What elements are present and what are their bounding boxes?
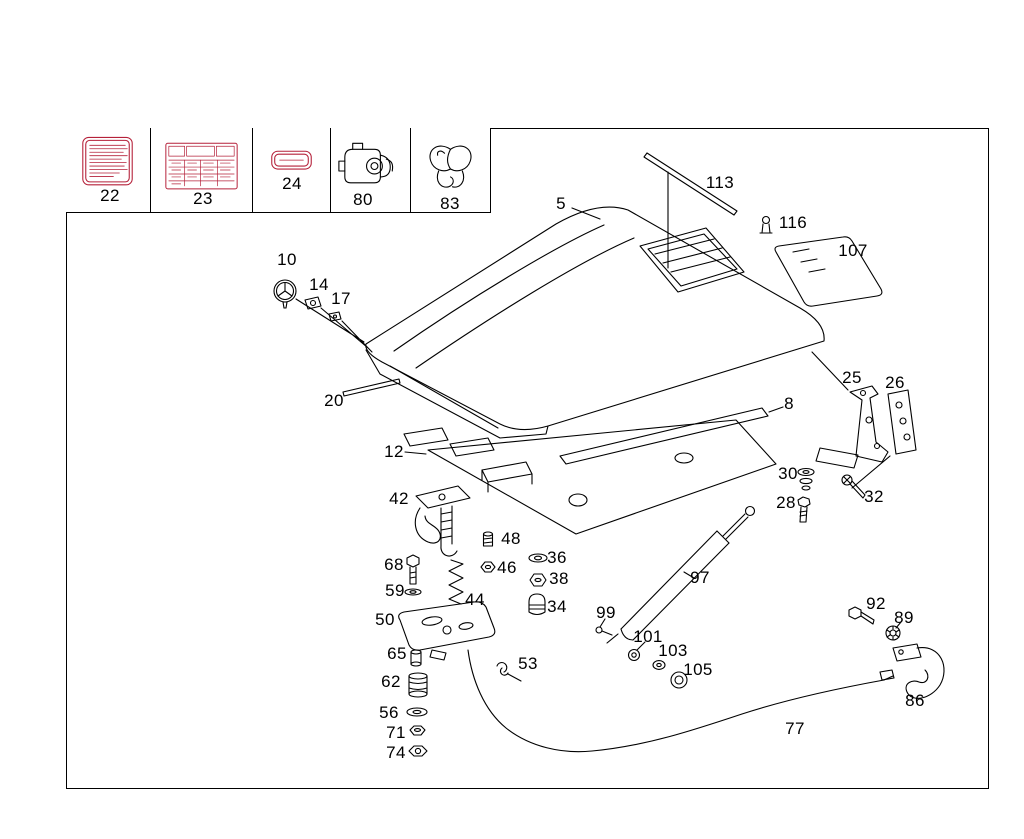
part-callout-50: 50 [375,610,395,629]
part-callout-68: 68 [384,555,404,574]
thumbnail-cell-22 [66,128,151,213]
part-callout-22: 22 [100,186,120,205]
part-callout-116: 116 [778,213,808,232]
part-callout-8: 8 [784,394,794,413]
spring-clip-icon [429,145,472,188]
part-callout-80: 80 [353,190,373,209]
part-callout-46: 46 [497,558,517,577]
part-callout-59: 59 [385,581,405,600]
part-callout-5: 5 [556,194,566,213]
part-callout-74: 74 [386,743,406,762]
part-callout-36: 36 [547,548,567,567]
thumbnail-cell-23 [151,128,253,213]
thumbnail-cell-24 [253,128,331,213]
part-callout-89: 89 [894,608,914,627]
part-callout-83: 83 [440,194,460,213]
part-callout-23: 23 [193,189,213,208]
part-callout-71: 71 [386,723,406,742]
part-callout-14: 14 [309,275,329,294]
part-callout-20: 20 [324,391,344,410]
part-callout-44: 44 [465,590,485,609]
part-callout-97: 97 [690,568,710,587]
diagram-frame [66,128,989,789]
part-callout-32: 32 [864,487,884,506]
part-callout-26: 26 [885,373,905,392]
part-callout-24: 24 [282,174,302,193]
part-callout-99: 99 [596,603,616,622]
part-callout-38: 38 [549,569,569,588]
small-plate-icon [271,150,312,170]
warning-label-icon [82,136,133,186]
part-callout-10: 10 [277,250,297,269]
part-callout-17: 17 [331,289,351,308]
part-callout-42: 42 [389,489,409,508]
part-callout-105: 105 [683,660,713,679]
part-callout-107: 107 [838,241,868,260]
part-callout-92: 92 [866,594,886,613]
part-callout-103: 103 [658,641,688,660]
part-callout-101: 101 [633,627,663,646]
part-callout-56: 56 [379,703,399,722]
part-callout-113: 113 [705,173,735,192]
thumbnail-cell-83 [411,128,491,213]
part-callout-34: 34 [547,597,567,616]
clamp-icon [338,142,394,184]
part-callout-25: 25 [842,368,862,387]
part-callout-48: 48 [501,529,521,548]
data-plate-icon [165,142,238,190]
part-callout-30: 30 [778,464,798,483]
part-callout-12: 12 [384,442,404,461]
part-callout-86: 86 [905,691,925,710]
part-callout-62: 62 [381,672,401,691]
part-callout-77: 77 [785,719,805,738]
part-callout-53: 53 [518,654,538,673]
part-callout-65: 65 [387,644,407,663]
part-callout-28: 28 [776,493,796,512]
